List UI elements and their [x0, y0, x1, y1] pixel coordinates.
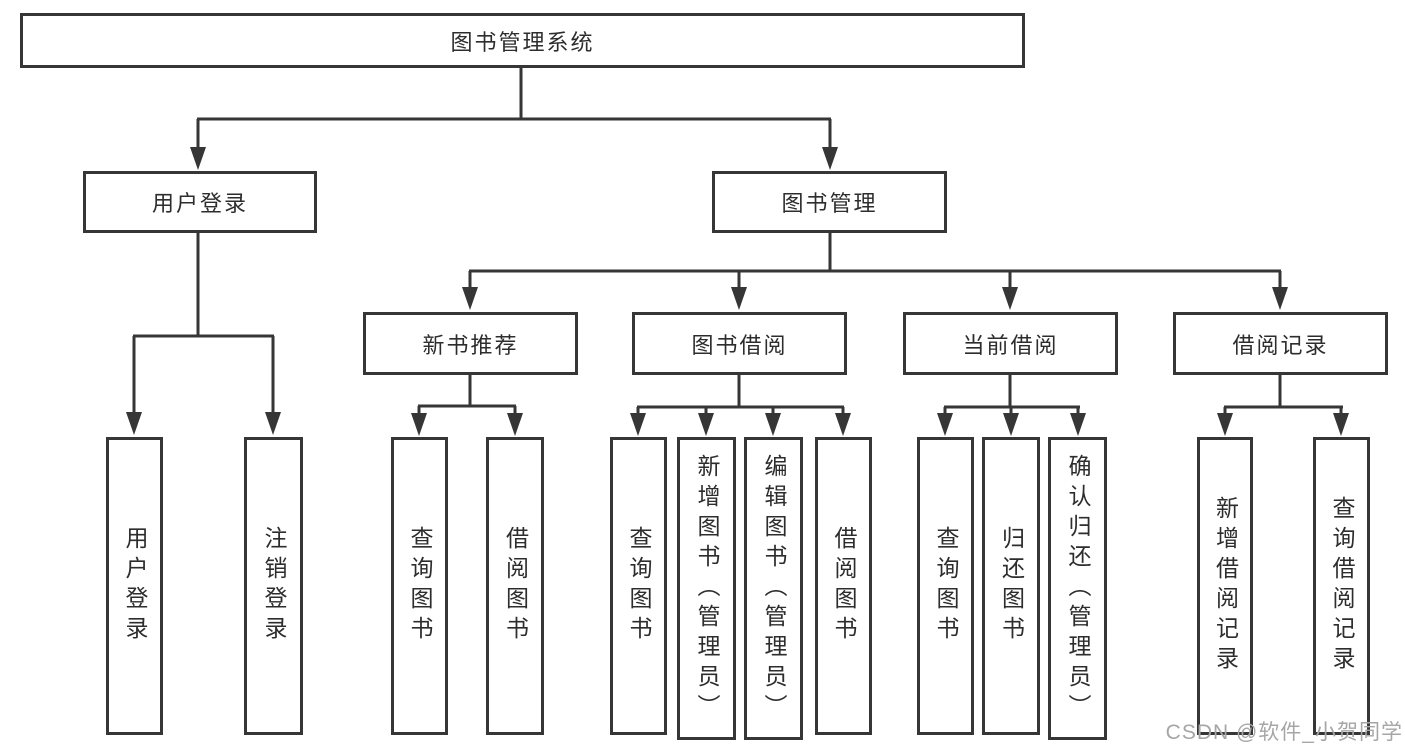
node-label: 确认归还（管理员）: [1065, 453, 1091, 724]
leaf-edit-books-admin: 编辑图书（管理员）: [744, 437, 803, 740]
node-label: 图书管理系统: [450, 29, 595, 55]
node-label: 编辑图书（管理员）: [761, 453, 787, 724]
leaf-return-books: 归还图书: [982, 437, 1040, 735]
node-new-book-recommendation: 新书推荐: [363, 312, 578, 375]
leaf-borrow-books: 借阅图书: [815, 437, 872, 735]
node-user-login: 用户登录: [83, 171, 317, 233]
leaf-query-books-current: 查询图书: [917, 437, 974, 735]
leaf-query-books-recommend: 查询图书: [391, 437, 448, 735]
node-label: 新增借阅记录: [1212, 496, 1239, 676]
node-label: 图书管理: [781, 191, 878, 216]
node-book-borrowing: 图书借阅: [632, 312, 847, 375]
node-label: 新增图书（管理员）: [694, 453, 720, 724]
leaf-borrow-books-recommend: 借阅图书: [486, 437, 544, 735]
leaf-query-borrow-record: 查询借阅记录: [1313, 437, 1370, 735]
leaf-add-books-admin: 新增图书（管理员）: [677, 437, 736, 740]
node-library-management-system: 图书管理系统: [20, 13, 1025, 68]
leaf-query-books-borrow: 查询图书: [610, 437, 667, 735]
node-label: 借阅图书: [831, 526, 857, 646]
csdn-watermark: CSDN @软件_小贺同学: [1165, 721, 1403, 744]
leaf-user-login: 用户登录: [106, 437, 163, 735]
arrowheads: [126, 147, 1349, 436]
node-label: 查询图书: [407, 526, 433, 646]
node-label: 查询借阅记录: [1329, 496, 1355, 676]
leaf-add-borrow-record: 新增借阅记录: [1197, 437, 1253, 735]
node-borrowing-records: 借阅记录: [1173, 312, 1388, 375]
node-book-management: 图书管理: [712, 171, 947, 233]
node-label: 查询图书: [626, 526, 652, 646]
node-label: 用户登录: [151, 191, 248, 216]
node-label: 注销登录: [261, 526, 287, 646]
node-label: 图书借阅: [691, 332, 788, 358]
node-current-borrowing: 当前借阅: [903, 312, 1118, 375]
leaf-logout: 注销登录: [244, 437, 303, 735]
leaf-confirm-return-admin: 确认归还（管理员）: [1048, 437, 1107, 740]
node-label: 当前借阅: [962, 332, 1059, 358]
node-label: 借阅记录: [1232, 332, 1329, 358]
node-label: 归还图书: [998, 526, 1025, 646]
node-label: 查询图书: [933, 526, 959, 646]
node-label: 新书推荐: [422, 332, 519, 358]
node-label: 借阅图书: [502, 526, 529, 646]
node-label: 用户登录: [122, 526, 148, 646]
